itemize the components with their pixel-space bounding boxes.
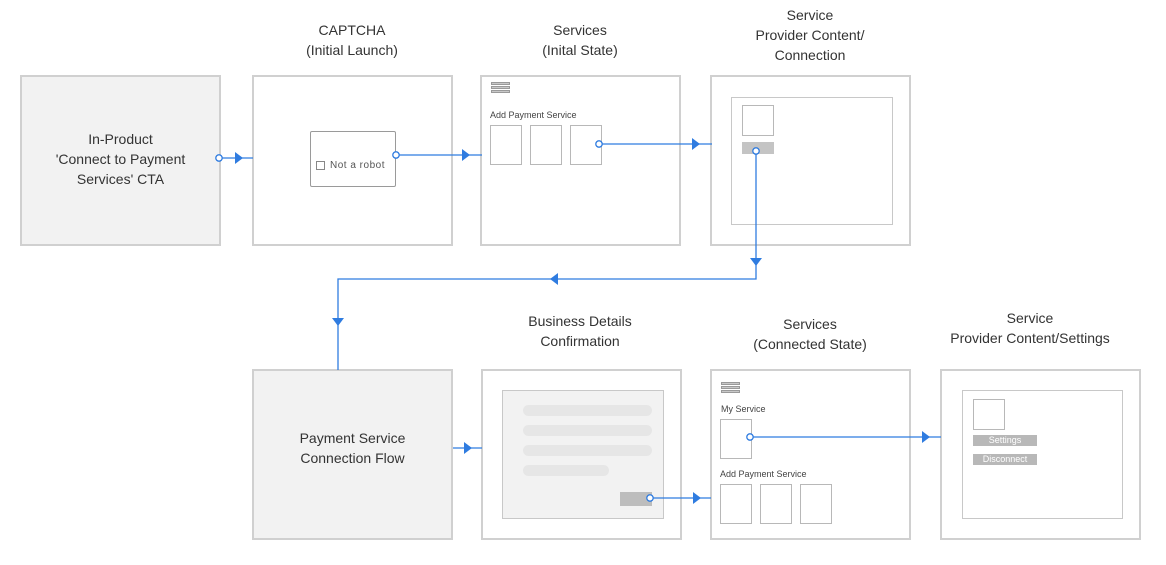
services-initial-title: Services (Inital State) <box>500 20 660 60</box>
captcha-checkbox[interactable] <box>316 161 325 170</box>
provider-connection-box <box>710 75 911 246</box>
detail-field-2 <box>523 425 652 436</box>
in-product-cta-box: In-Product 'Connect to Payment Services'… <box>20 75 221 246</box>
detail-field-4 <box>523 465 609 476</box>
services-initial-title-line-2: (Inital State) <box>542 42 618 58</box>
services-connected-title: Services (Connected State) <box>720 314 900 354</box>
payment-service-card-2[interactable] <box>530 125 562 165</box>
provider-settings-title-line-1: Service <box>1006 310 1054 326</box>
payment-service-card-3[interactable] <box>800 484 832 524</box>
provider-settings-title: Service Provider Content/Settings <box>930 308 1130 348</box>
provider-logo-placeholder <box>742 105 774 136</box>
connector-provider-to-flow <box>337 151 757 370</box>
hamburger-menu-icon[interactable] <box>721 382 740 397</box>
detail-field-1 <box>523 405 652 416</box>
my-service-label: My Service <box>721 404 766 414</box>
provider-settings-panel: Settings Disconnect <box>962 390 1123 519</box>
connector-start-dot <box>392 151 400 159</box>
services-connected-title-line-2: (Connected State) <box>753 336 867 352</box>
business-details-box <box>481 369 682 540</box>
connector-start-dot <box>746 433 754 441</box>
business-details-title: Business Details Confirmation <box>490 311 670 351</box>
services-initial-box: Add Payment Service <box>480 75 681 246</box>
settings-button[interactable]: Settings <box>973 435 1037 446</box>
captcha-checkbox-label: Not a robot <box>330 160 385 171</box>
captcha-title: CAPTCHA (Initial Launch) <box>272 20 432 60</box>
provider-connection-title-line-3: Connection <box>774 47 846 63</box>
my-service-card[interactable] <box>720 419 752 459</box>
business-details-title-line-1: Business Details <box>528 313 632 329</box>
captcha-title-line-1: CAPTCHA <box>318 22 386 38</box>
in-product-cta-label: In-Product 'Connect to Payment Services'… <box>22 129 219 189</box>
in-product-cta-line-3: Services' CTA <box>76 171 165 187</box>
payment-flow-line-1: Payment Service <box>299 430 406 446</box>
arrow-right-icon <box>464 442 472 454</box>
provider-settings-box: Settings Disconnect <box>940 369 1141 540</box>
connector-start-dot <box>646 494 654 502</box>
business-details-title-line-2: Confirmation <box>540 333 620 349</box>
services-connected-title-line-1: Services <box>783 316 837 332</box>
provider-connection-title-line-1: Service <box>786 7 834 23</box>
in-product-cta-line-2: 'Connect to Payment <box>55 151 186 167</box>
add-payment-service-label: Add Payment Service <box>490 110 577 120</box>
arrow-right-icon <box>462 149 470 161</box>
hamburger-menu-icon[interactable] <box>491 82 510 97</box>
payment-flow-box: Payment Service Connection Flow <box>252 369 453 540</box>
confirm-button[interactable] <box>620 492 652 506</box>
add-payment-service-label: Add Payment Service <box>720 469 807 479</box>
payment-flow-label: Payment Service Connection Flow <box>254 428 451 468</box>
detail-field-3 <box>523 445 652 456</box>
arrow-right-icon <box>922 431 930 443</box>
captcha-box: Not a robot <box>252 75 453 246</box>
arrow-left-icon <box>550 273 558 285</box>
provider-connection-title-line-2: Provider Content/ <box>755 27 865 43</box>
services-initial-title-line-1: Services <box>553 22 607 38</box>
captcha-title-line-2: (Initial Launch) <box>306 42 398 58</box>
provider-logo-placeholder <box>973 399 1005 430</box>
services-connected-box: My Service Add Payment Service <box>710 369 911 540</box>
disconnect-button[interactable]: Disconnect <box>973 454 1037 465</box>
captcha-widget[interactable]: Not a robot <box>310 131 396 187</box>
arrow-down-icon <box>750 258 762 266</box>
in-product-cta-line-1: In-Product <box>88 131 153 147</box>
provider-settings-title-line-2: Provider Content/Settings <box>950 330 1110 346</box>
provider-content-panel <box>731 97 893 225</box>
connector-start-dot <box>215 154 223 162</box>
arrow-right-icon <box>693 492 701 504</box>
arrow-down-icon <box>332 318 344 326</box>
provider-connection-title: Service Provider Content/ Connection <box>720 5 900 65</box>
connector-start-dot <box>595 140 603 148</box>
payment-service-card-2[interactable] <box>760 484 792 524</box>
business-details-panel <box>502 390 664 519</box>
payment-service-card-1[interactable] <box>720 484 752 524</box>
arrow-right-icon <box>692 138 700 150</box>
connector-start-dot <box>752 147 760 155</box>
arrow-right-icon <box>235 152 243 164</box>
payment-flow-line-2: Connection Flow <box>300 450 405 466</box>
payment-service-card-1[interactable] <box>490 125 522 165</box>
